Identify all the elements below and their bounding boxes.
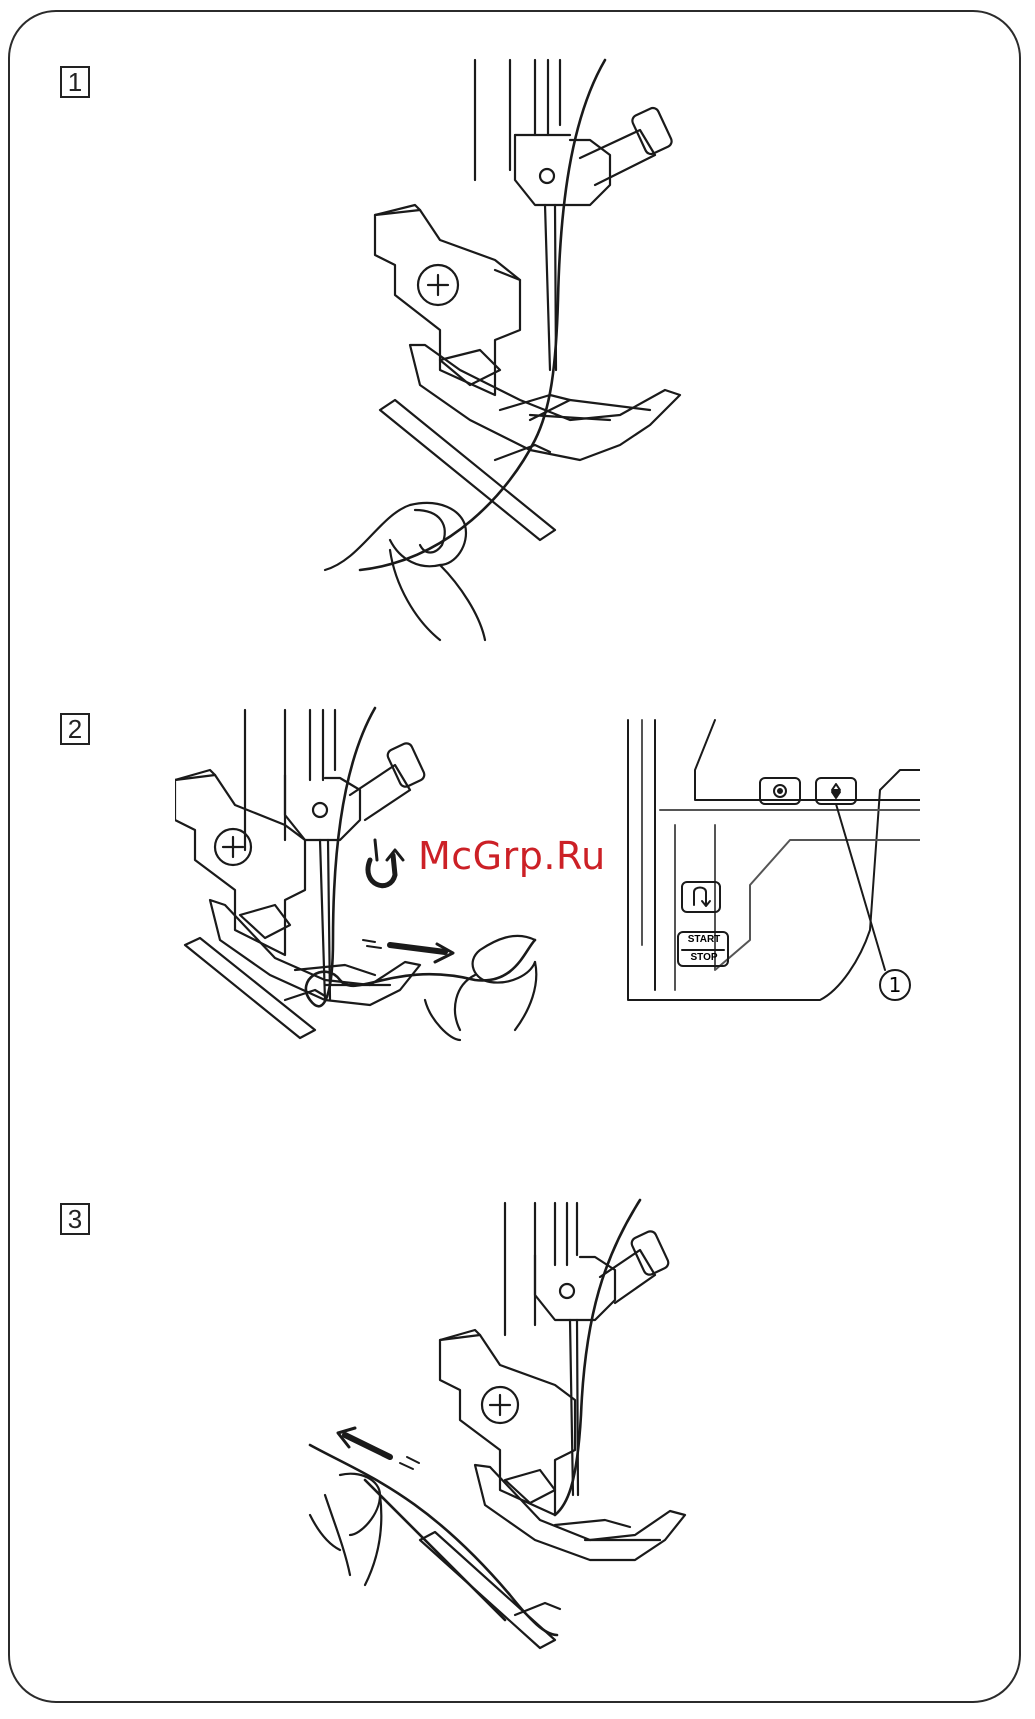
pull-right-arrow-icon	[390, 945, 445, 952]
panel-outline	[628, 720, 920, 1000]
stop-label: STOP	[682, 953, 726, 963]
callout-number: 1	[880, 972, 910, 998]
fabric-edge	[380, 400, 555, 540]
presser-foot	[410, 345, 680, 460]
step-2-number: 2	[60, 713, 90, 745]
step-3-number: 3	[60, 1203, 90, 1235]
step-1-number: 1	[60, 66, 90, 98]
start-label: START	[682, 935, 726, 945]
pull-left-arrow-icon	[345, 1435, 390, 1457]
needle-clamp	[515, 135, 610, 205]
step-1-illustration	[320, 40, 740, 650]
step-3-illustration	[305, 1195, 725, 1685]
control-panel-illustration: START STOP 1	[620, 710, 920, 1010]
step-2-illustration	[175, 700, 595, 1140]
needle	[545, 205, 550, 370]
thumb-screw	[580, 130, 655, 185]
watermark-text: McGrp.Ru	[418, 834, 606, 878]
clamp-screw-icon	[540, 169, 554, 183]
turn-arrow-icon	[368, 855, 395, 886]
